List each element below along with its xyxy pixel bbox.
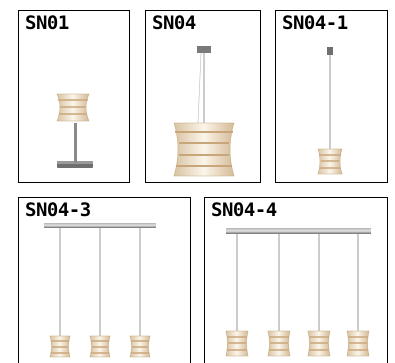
pendant-lamp-image [173, 46, 235, 177]
product-card-sn04-1[interactable]: SN04-1 [275, 10, 388, 183]
product-code-label: SN01 [25, 12, 69, 34]
product-card-sn04-4[interactable]: SN04-4 [204, 197, 388, 363]
product-card-sn04-3[interactable]: SN04-3 [18, 197, 191, 363]
table-lamp-image [56, 93, 93, 168]
product-code-label: SN04-1 [282, 12, 348, 34]
small-pendant-lamp-image [317, 47, 343, 175]
product-card-sn04[interactable]: SN04 [145, 10, 261, 183]
product-card-sn01[interactable]: SN01 [18, 10, 130, 183]
quadruple-pendant-lamp-image [225, 228, 371, 357]
product-code-label: SN04-3 [25, 199, 91, 221]
product-code-label: SN04 [152, 12, 196, 34]
triple-pendant-lamp-image [44, 223, 156, 358]
product-code-label: SN04-4 [211, 199, 277, 221]
